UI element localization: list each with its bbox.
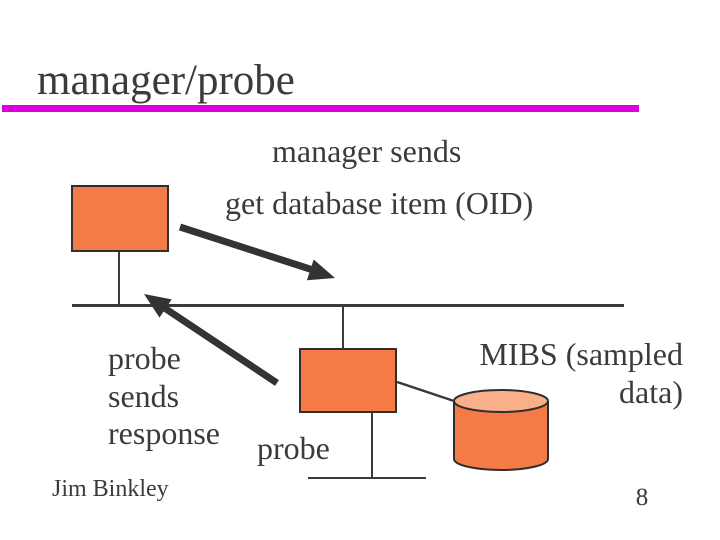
probe-stub-line: [371, 413, 373, 479]
bottom-segment-line: [308, 477, 426, 479]
slide-page-number: 8: [635, 484, 649, 511]
network-bus-line: [72, 304, 624, 307]
request-arrow-icon: [178, 223, 335, 281]
probe-box: [299, 348, 397, 413]
mibs-caption: MIBS (sampled data): [479, 336, 683, 410]
footer-author: Jim Binkley: [52, 476, 169, 502]
probe-response-caption: probe sends response: [108, 340, 220, 451]
slide-title: manager/probe: [37, 57, 295, 104]
manager-sends-caption: manager sends: [272, 133, 462, 169]
manager-box: [71, 185, 169, 252]
probe-box-label: probe: [257, 430, 330, 466]
manager-bus-connector-line: [118, 252, 120, 305]
bus-probe-connector-line: [342, 306, 344, 349]
probe-database-connector-line: [396, 380, 458, 404]
get-oid-caption: get database item (OID): [225, 185, 534, 221]
title-underline-rule: [2, 105, 639, 112]
